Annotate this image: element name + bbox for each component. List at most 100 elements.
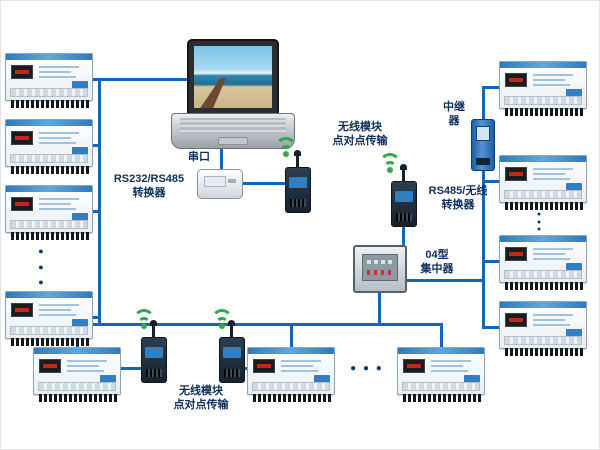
connection-line bbox=[485, 180, 499, 183]
meter-display bbox=[11, 131, 33, 145]
meter-unit bbox=[5, 119, 93, 174]
meter-connectors bbox=[11, 232, 89, 240]
meter-logo bbox=[72, 81, 88, 92]
meter-connectors bbox=[11, 100, 89, 108]
connection-line bbox=[485, 86, 499, 89]
meter-terminal-rail bbox=[504, 96, 582, 105]
connection-line bbox=[220, 149, 223, 171]
connection-line bbox=[243, 182, 285, 185]
connection-line bbox=[98, 78, 101, 326]
connection-line bbox=[93, 78, 99, 81]
meter-logo bbox=[72, 319, 88, 330]
meter-unit bbox=[499, 155, 587, 210]
meter-unit bbox=[247, 347, 335, 402]
meter-unit bbox=[499, 301, 587, 356]
label-serial-port: 串口 bbox=[188, 151, 210, 163]
meter-connectors bbox=[11, 166, 89, 174]
wireless-module bbox=[141, 320, 167, 383]
connection-line bbox=[378, 293, 381, 325]
meter-logo bbox=[314, 375, 330, 386]
meter-text-lines bbox=[533, 314, 573, 329]
meter-connectors bbox=[505, 202, 583, 210]
label-wireless-module-bottom: 无线模块 点对点传输 bbox=[173, 385, 229, 411]
meter-text-lines bbox=[39, 198, 79, 213]
repeater-device bbox=[471, 119, 495, 171]
meter-header-strip bbox=[34, 348, 120, 354]
laptop-keys bbox=[180, 118, 286, 135]
antenna-icon bbox=[294, 150, 301, 168]
meter-header-strip bbox=[500, 236, 586, 242]
meter-terminal-rail bbox=[10, 154, 88, 163]
meter-logo bbox=[464, 375, 480, 386]
connection-line bbox=[482, 86, 485, 329]
antenna-icon bbox=[400, 164, 407, 182]
meter-text-lines bbox=[533, 248, 573, 263]
meter-logo bbox=[100, 375, 116, 386]
connection-line bbox=[485, 260, 499, 263]
meter-display bbox=[11, 65, 33, 79]
wireless-module bbox=[219, 320, 245, 383]
connection-line bbox=[243, 367, 249, 370]
connection-line bbox=[407, 279, 483, 282]
meter-display bbox=[11, 303, 33, 317]
meter-unit bbox=[5, 185, 93, 240]
meter-terminal-rail bbox=[252, 382, 330, 391]
meter-text-lines bbox=[67, 360, 107, 375]
ellipsis-vertical-right: ●●● bbox=[536, 211, 542, 233]
meter-terminal-rail bbox=[504, 270, 582, 279]
meter-connectors bbox=[505, 348, 583, 356]
wireless-module bbox=[391, 164, 417, 227]
meter-header-strip bbox=[500, 62, 586, 68]
concentrator-device bbox=[353, 245, 407, 293]
wifi-signal-icon bbox=[273, 135, 299, 159]
meter-header-strip bbox=[500, 156, 586, 162]
connection-line bbox=[290, 323, 293, 349]
meter-terminal-rail bbox=[38, 382, 116, 391]
meter-terminal-rail bbox=[10, 220, 88, 229]
meter-header-strip bbox=[398, 348, 484, 354]
laptop-keyboard bbox=[171, 113, 295, 149]
laptop-touchpad bbox=[218, 137, 248, 145]
connection-line bbox=[76, 323, 443, 326]
label-repeater: 中继 器 bbox=[443, 101, 465, 127]
meter-header-strip bbox=[6, 54, 92, 60]
meter-connectors bbox=[505, 108, 583, 116]
meter-header-strip bbox=[6, 120, 92, 126]
meter-display bbox=[39, 359, 61, 373]
concentrator-panel bbox=[362, 254, 398, 281]
meter-display bbox=[505, 313, 527, 327]
meter-connectors bbox=[403, 394, 481, 402]
rs232-converter-device bbox=[197, 169, 243, 199]
meter-logo bbox=[72, 213, 88, 224]
meter-terminal-rail bbox=[504, 190, 582, 199]
meter-connectors bbox=[11, 338, 89, 346]
meter-connectors bbox=[39, 394, 117, 402]
meter-display bbox=[505, 247, 527, 261]
meter-text-lines bbox=[39, 304, 79, 319]
wifi-signal-icon bbox=[209, 307, 235, 331]
meter-header-strip bbox=[6, 186, 92, 192]
meter-terminal-rail bbox=[10, 326, 88, 335]
meter-header-strip bbox=[248, 348, 334, 354]
meter-logo bbox=[566, 263, 582, 274]
meter-text-lines bbox=[281, 360, 321, 375]
meter-logo bbox=[566, 329, 582, 340]
meter-display bbox=[11, 197, 33, 211]
meter-logo bbox=[566, 89, 582, 100]
connection-line bbox=[402, 227, 405, 245]
meter-display bbox=[505, 167, 527, 181]
label-concentrator: 04型 集中器 bbox=[420, 249, 454, 275]
wifi-signal-icon bbox=[377, 151, 403, 175]
meter-text-lines bbox=[39, 66, 79, 81]
label-wireless-module-top: 无线模块 点对点传输 bbox=[332, 121, 388, 147]
meter-terminal-rail bbox=[504, 336, 582, 345]
meter-display bbox=[505, 73, 527, 87]
meter-unit bbox=[397, 347, 485, 402]
meter-header-strip bbox=[500, 302, 586, 308]
meter-connectors bbox=[505, 282, 583, 290]
meter-connectors bbox=[253, 394, 331, 402]
ellipsis-horizontal: ● ● ● bbox=[350, 363, 384, 374]
meter-text-lines bbox=[533, 168, 573, 183]
ellipsis-vertical-left: ●●● bbox=[38, 246, 44, 287]
